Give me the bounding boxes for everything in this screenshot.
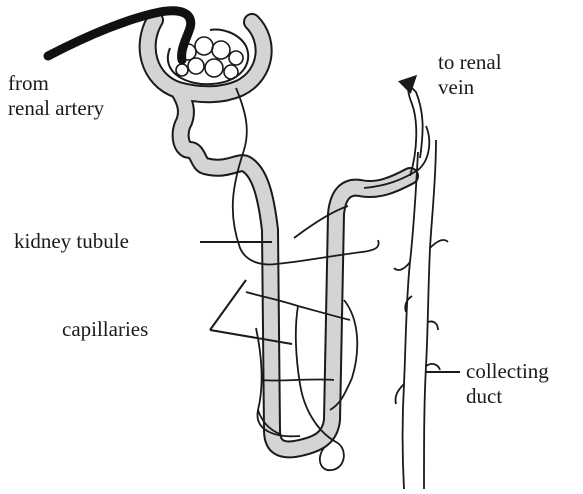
renal-vein-arrow [408,80,416,176]
label-line: duct [466,384,549,409]
kidney-tubule [148,20,410,449]
label-from-renal-artery: from renal artery [8,71,104,121]
label-line: from [8,71,104,96]
label-line: renal artery [8,96,104,121]
label-line: collecting [466,359,549,384]
label-to-renal-vein: to renal vein [438,50,502,100]
label-capillaries: capillaries [62,317,148,342]
collecting-duct [394,140,448,489]
label-line: vein [438,75,502,100]
label-collecting-duct: collecting duct [466,359,549,409]
label-kidney-tubule: kidney tubule [14,229,129,254]
capillaries-leader-upper [210,280,246,330]
label-line: to renal [438,50,502,75]
